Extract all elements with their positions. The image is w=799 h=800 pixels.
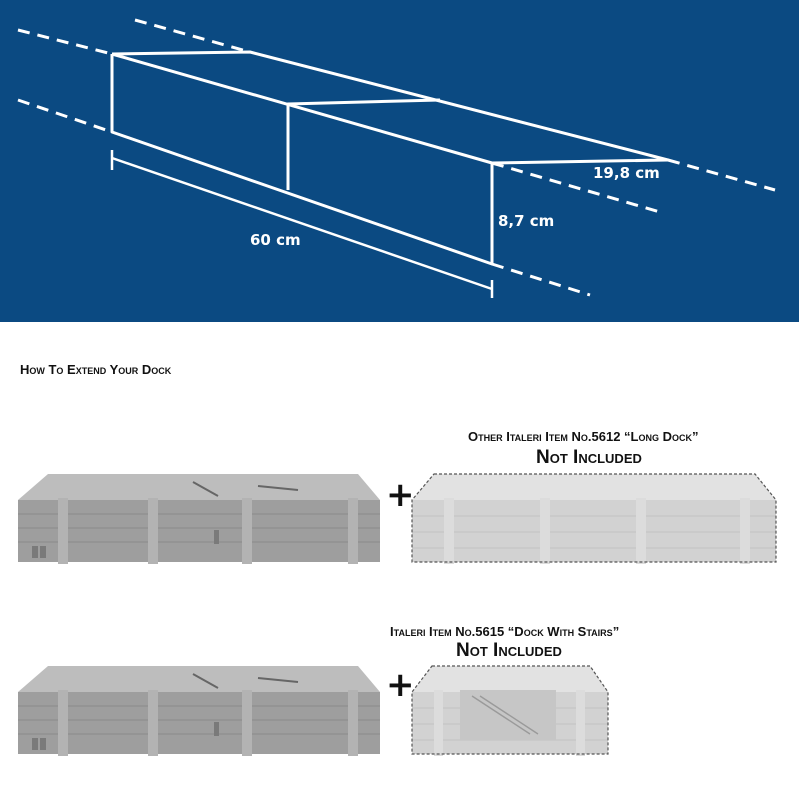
stairs-dock-not-included: Not Included (456, 640, 562, 661)
dock-model-base (18, 474, 380, 564)
height-label: 8,7 cm (498, 212, 555, 230)
extension-line (17, 98, 113, 134)
depth-label: 19,8 cm (593, 164, 660, 182)
length-measure-line (111, 156, 493, 291)
box-joint-line (286, 98, 441, 190)
dimension-drawing (0, 0, 799, 322)
extension-line (491, 161, 661, 214)
dock-model-base-2 (18, 666, 380, 756)
long-dock-model (411, 473, 777, 564)
stairs-dock-model (411, 665, 609, 756)
extension-line (491, 262, 591, 297)
plus-sign-2: + (386, 665, 415, 705)
stairs-dock-caption: Italeri Item No.5615 “Dock With Stairs” (390, 624, 620, 639)
long-dock-not-included: Not Included (536, 447, 642, 468)
section-title: How To Extend Your Dock (20, 362, 172, 377)
extension-line (17, 28, 113, 56)
box-top-front-edge (111, 52, 493, 165)
plus-sign: + (386, 475, 415, 515)
long-dock-caption: Other Italeri Item No.5612 “Long Dock” (468, 429, 699, 444)
length-label: 60 cm (250, 231, 301, 249)
dimension-diagram: 60 cm 8,7 cm 19,8 cm (0, 0, 799, 322)
